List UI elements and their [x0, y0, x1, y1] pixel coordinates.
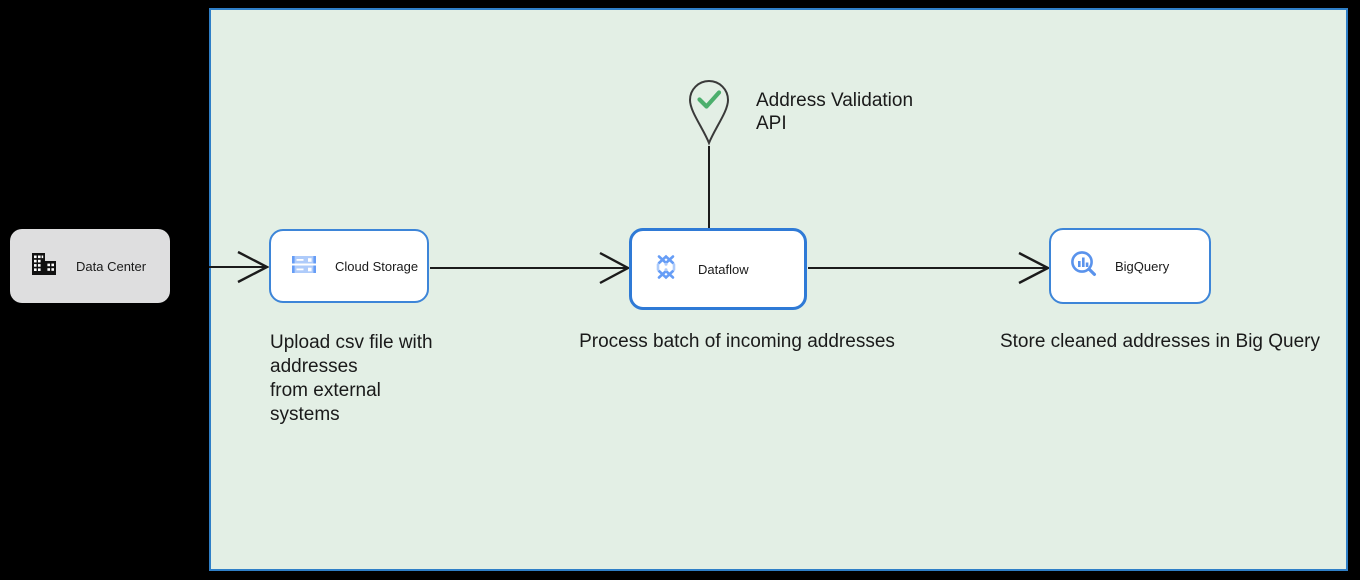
caption-dataflow: Process batch of incoming addresses	[579, 331, 895, 352]
node-dataflow[interactable]: Dataflow	[629, 228, 807, 310]
bigquery-icon	[1069, 249, 1099, 284]
caption-cloud-storage: Upload csv file with addresses from exte…	[270, 332, 433, 425]
node-label-cloud-storage: Cloud Storage	[335, 258, 419, 274]
data-center-building-icon	[30, 250, 58, 283]
node-label-dataflow: Dataflow	[698, 261, 749, 277]
cloud-storage-icon	[289, 249, 319, 284]
dataflow-icon	[650, 251, 682, 288]
node-cloud-storage[interactable]: Cloud Storage	[269, 229, 429, 303]
node-label-bigquery: BigQuery	[1115, 258, 1170, 274]
node-label-address-validation-api: Address Validation API	[756, 90, 914, 134]
node-address-validation-api[interactable]: Address Validation API	[686, 78, 913, 151]
node-label-data-center: Data Center	[76, 258, 147, 274]
node-data-center[interactable]: Data Center	[10, 229, 170, 303]
node-bigquery[interactable]: BigQuery	[1049, 228, 1211, 304]
caption-bigquery: Store cleaned addresses in Big Query	[999, 331, 1320, 352]
map-pin-check-icon	[686, 78, 732, 151]
